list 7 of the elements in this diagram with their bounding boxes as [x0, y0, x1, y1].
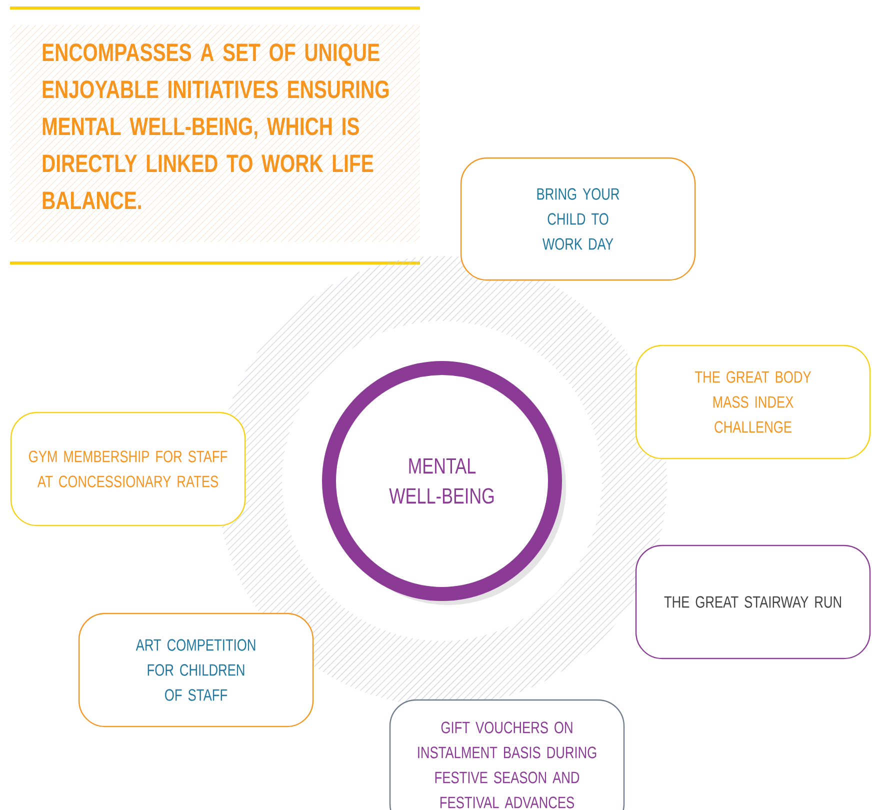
rounded-box: ART COMPETITION FOR CHILDREN OF STAFF: [78, 612, 314, 728]
rounded-box: GIFT VOUCHERS ON INSTALMENT BASIS DURING FESTIVE SEASON AND FESTIVAL ADVANCES: [389, 699, 625, 810]
rounded-box: THE GREAT BODY MASS INDEX CHALLENGE: [635, 344, 871, 460]
rounded-box: GYM MEMBERSHIP FOR STAFF AT CONCESSIONARY RATES: [10, 412, 246, 526]
diagram-title: ENCOMPASSES A SET OF UNIQUE ENJOYABLE INITIATIVES ENSURING MENTAL WELL-BEING, WHICH IS DIRECTLY LINKED TO WORK LIFE BALANCE.: [42, 44, 389, 210]
rounded-box: BRING YOUR CHILD TO WORK DAY: [460, 157, 696, 281]
rounded-box: THE GREAT STAIRWAY RUN: [635, 544, 871, 660]
